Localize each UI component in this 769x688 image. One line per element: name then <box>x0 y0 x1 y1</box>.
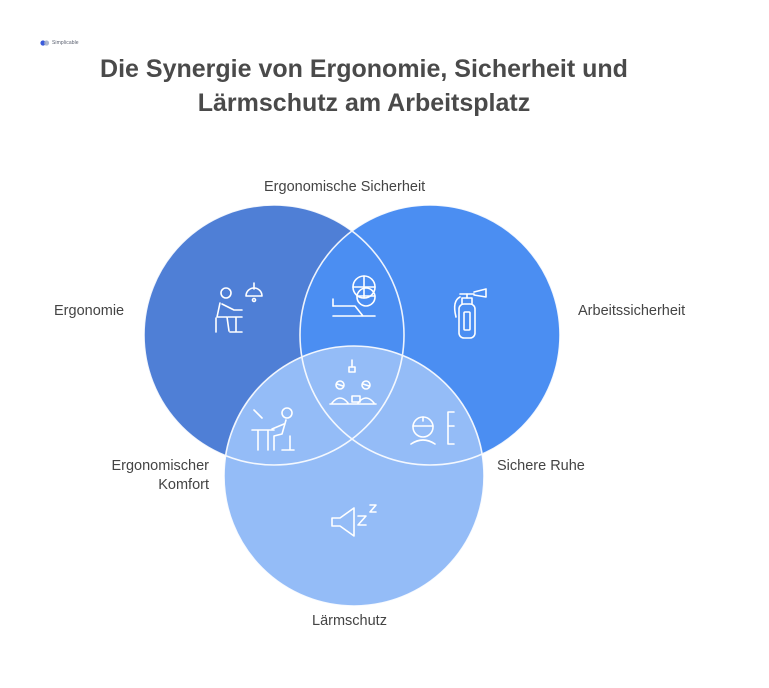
quiet-speaker-icon <box>331 504 377 537</box>
label-ergonomischer-komfort-line-1: Ergonomischer <box>111 458 209 474</box>
label-ergonomischer-komfort: Ergonomischer Komfort <box>86 457 209 495</box>
circle-laermschutz <box>224 346 484 606</box>
logo-icon <box>40 40 50 46</box>
worker-with-ear-protection-icon <box>410 411 455 445</box>
fire-extinguisher-icon <box>453 288 487 339</box>
title-line-2: Lärmschutz am Arbeitsplatz <box>197 89 531 117</box>
page-title: Die Synergie von Ergonomie, Sicherheit u… <box>84 52 644 120</box>
label-laermschutz: Lärmschutz <box>312 613 387 629</box>
label-ergonomie: Ergonomie <box>54 303 125 319</box>
logo: Simplicable <box>40 39 79 47</box>
worker-with-helmet-icon <box>332 275 376 317</box>
label-ergonomischer-komfort-line-2: Komfort <box>158 477 209 493</box>
label-sichere-ruhe: Sichere Ruhe <box>497 458 585 474</box>
logo-text: Simplicable <box>52 40 79 46</box>
meeting-table-icon <box>329 359 377 405</box>
label-ergonomische-sicherheit: Ergonomische Sicherheit <box>264 179 426 195</box>
person-at-desk-with-lamp-icon <box>215 282 263 333</box>
person-sitting-at-desk-icon <box>251 407 295 451</box>
title-line-1: Die Synergie von Ergonomie, Sicherheit u… <box>100 55 628 83</box>
label-arbeitssicherheit: Arbeitssicherheit <box>578 303 686 319</box>
